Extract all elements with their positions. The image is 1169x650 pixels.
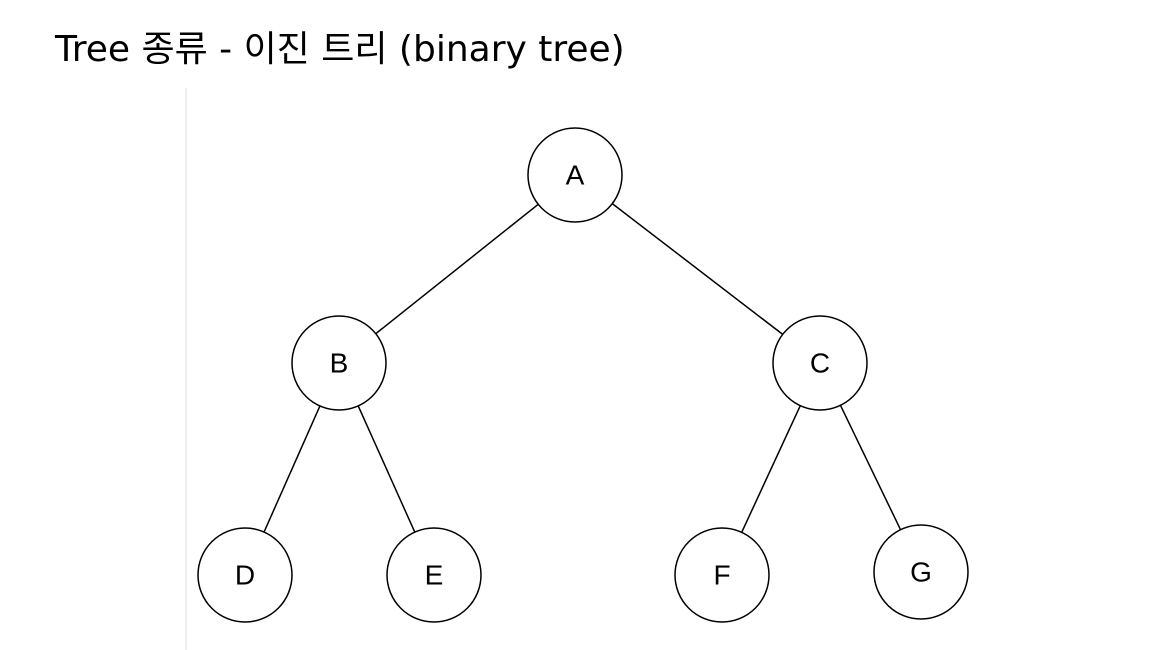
slide-title: Tree 종류 - 이진 트리 (binary tree) (55, 29, 625, 70)
edge-b-e (357, 405, 416, 533)
edge-c-g (839, 404, 902, 531)
node-circle-c (772, 315, 868, 411)
edge-b-d (263, 405, 321, 533)
node-circle-g (873, 524, 969, 620)
tree-node-d: D (197, 527, 293, 623)
edge-c-f (741, 405, 801, 533)
node-label-b: B (330, 348, 349, 379)
nodes-layer: A B C D E F G (197, 127, 969, 623)
tree-node-f: F (674, 527, 770, 623)
node-label-c: C (810, 348, 830, 379)
tree-node-b: B (291, 315, 387, 411)
node-label-a: A (566, 160, 585, 191)
node-circle-b (291, 315, 387, 411)
panel-divider (185, 88, 187, 650)
node-label-e: E (425, 560, 444, 591)
node-label-g: G (910, 557, 932, 588)
node-circle-f (674, 527, 770, 623)
tree-node-g: G (873, 524, 969, 620)
edges-layer (263, 203, 902, 533)
tree-node-e: E (386, 527, 482, 623)
tree-node-a: A (527, 127, 623, 223)
node-label-f: F (713, 560, 730, 591)
edge-a-b (375, 203, 539, 335)
edge-a-c (611, 203, 784, 335)
tree-node-c: C (772, 315, 868, 411)
node-circle-d (197, 527, 293, 623)
node-circle-e (386, 527, 482, 623)
node-circle-a (527, 127, 623, 223)
node-label-d: D (235, 560, 255, 591)
